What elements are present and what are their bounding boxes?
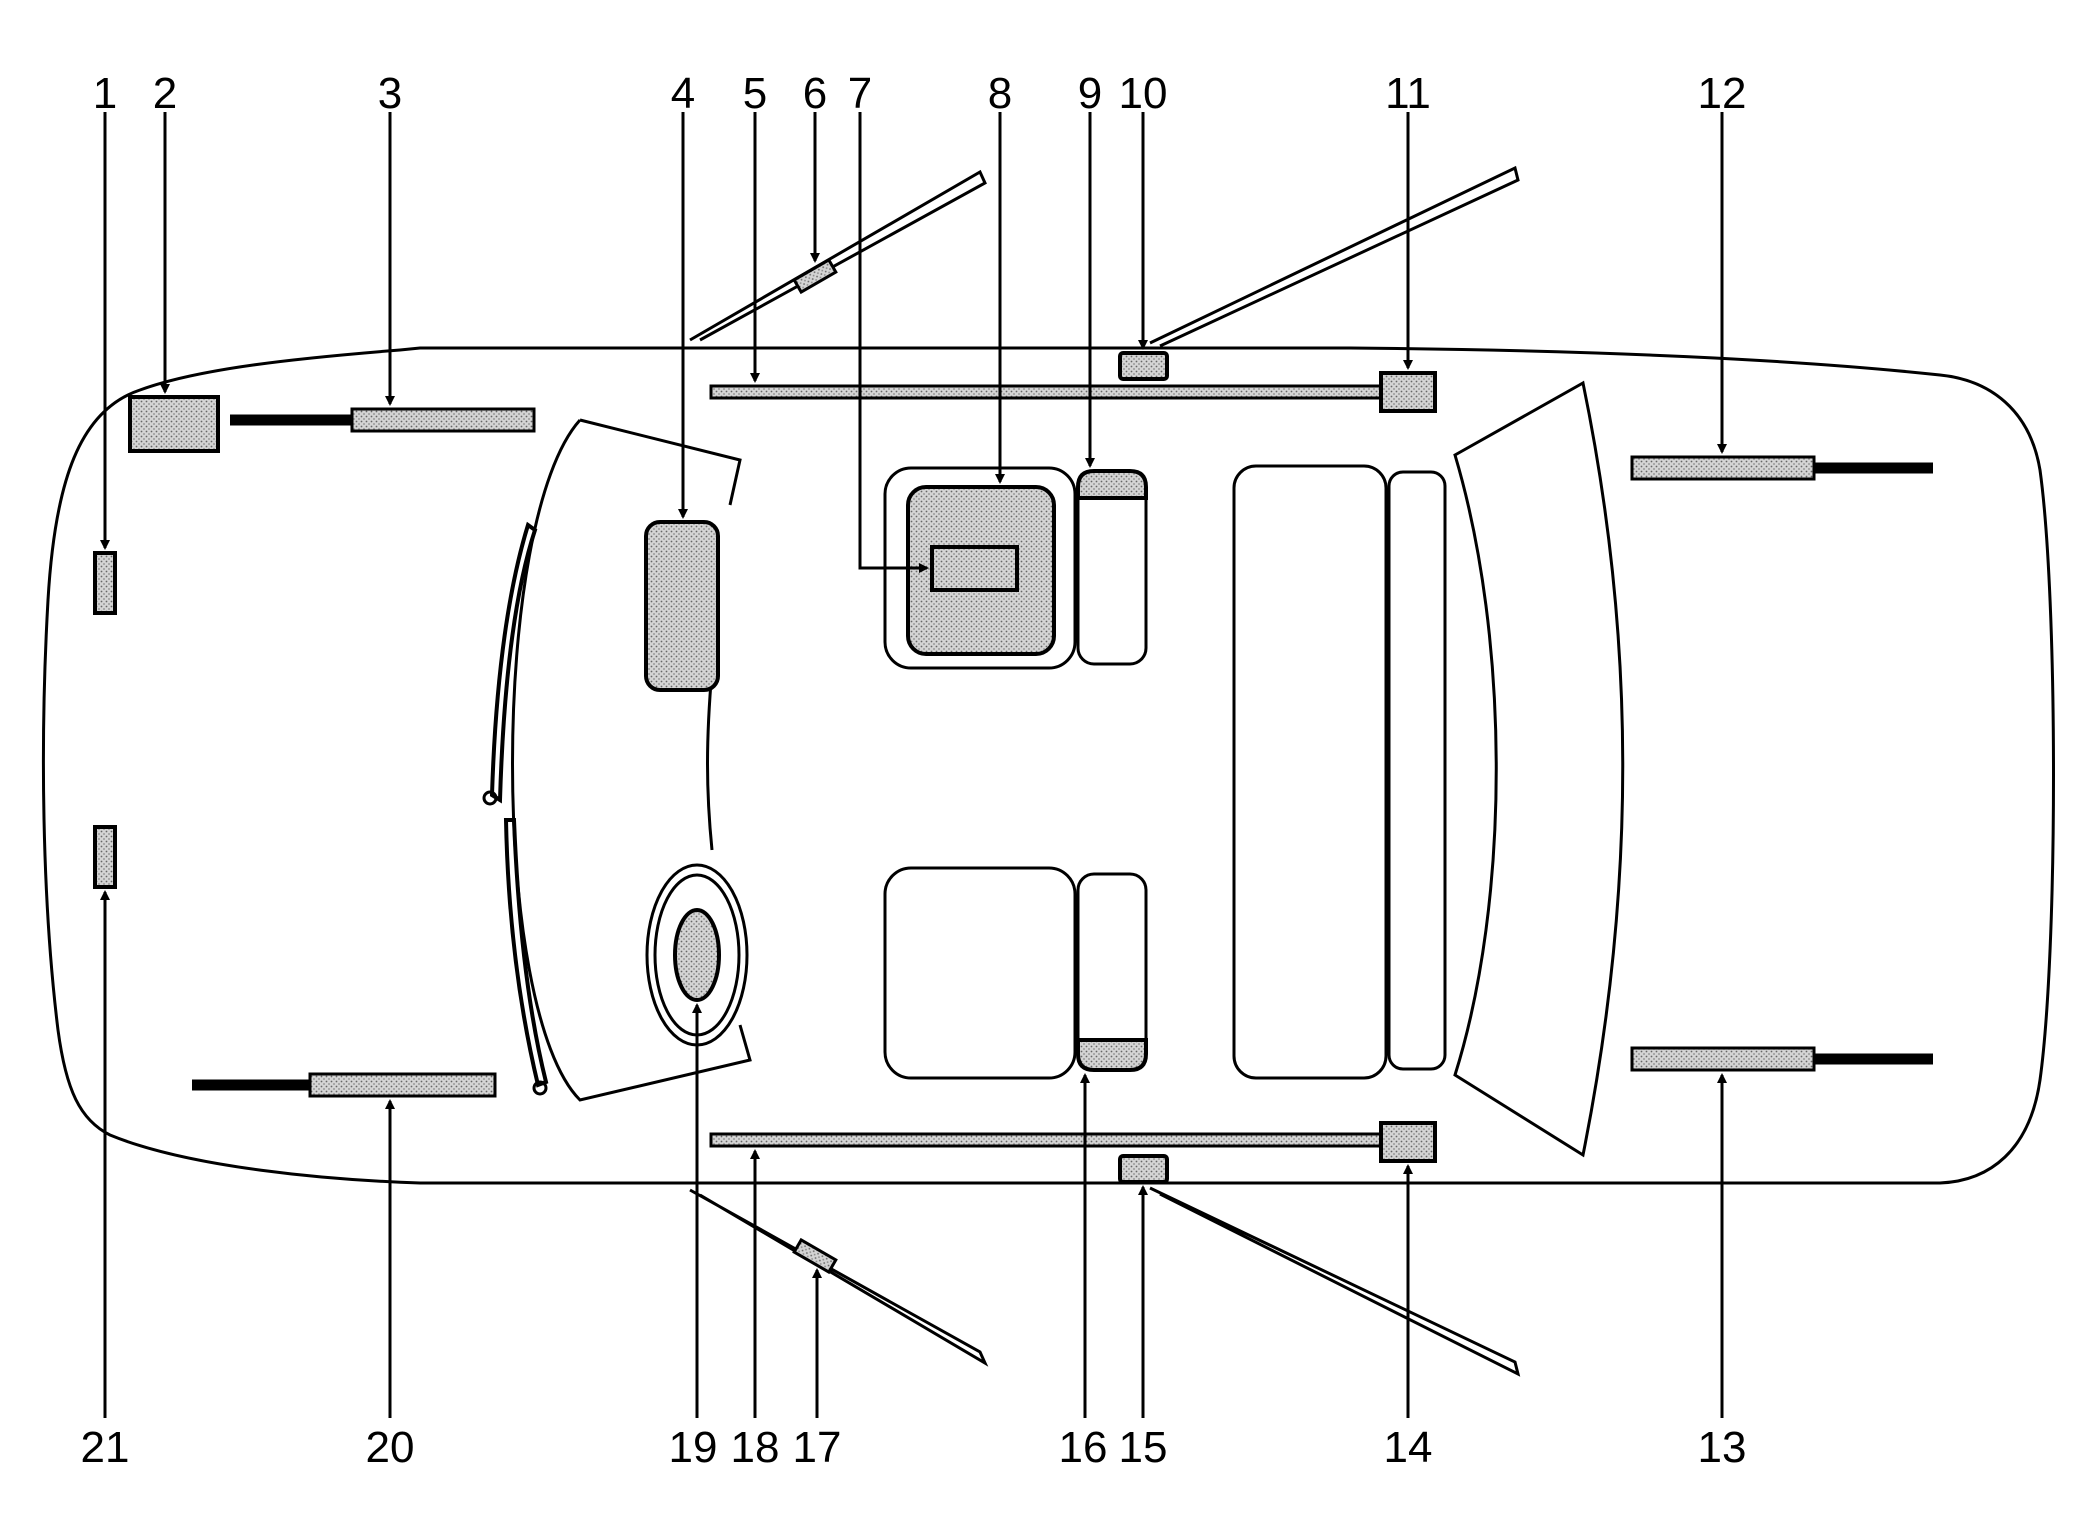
rear-seat-back: [1387, 470, 1447, 1071]
callout-label-3: 3: [378, 69, 402, 118]
callout-label-15: 15: [1119, 1423, 1168, 1472]
leader-7: [858, 112, 929, 573]
component-18: [709, 1132, 1383, 1148]
components: [93, 351, 1933, 1184]
callout-label-1: 1: [93, 69, 117, 118]
component-5: [709, 384, 1383, 400]
callout-label-16: 16: [1059, 1423, 1108, 1472]
component-3: [350, 407, 536, 433]
callout-label-20: 20: [366, 1423, 415, 1472]
cowl-line: [706, 669, 714, 851]
component-20: [308, 1072, 497, 1098]
component-16: [1076, 1038, 1148, 1072]
callout-label-8: 8: [988, 69, 1012, 118]
callout-label-14: 14: [1384, 1423, 1433, 1472]
windshield: [511, 418, 752, 1102]
component-4: [644, 520, 720, 692]
mirror-lower-component: [792, 1237, 838, 1275]
mirror-upper-component: [792, 257, 838, 295]
component-1: [93, 551, 117, 615]
callout-labels: 1 2 3 4 5 6 7 8 9 10 11 12 13 14 15 16 1…: [81, 69, 1747, 1472]
callout-label-2: 2: [153, 69, 177, 118]
rear-seat: [1232, 464, 1388, 1080]
wiper-lower-pivot: [532, 1080, 548, 1096]
component-14: [1379, 1121, 1437, 1163]
wiper-upper: [489, 521, 538, 804]
callout-label-11: 11: [1385, 69, 1431, 118]
callout-label-19: 19: [669, 1423, 718, 1472]
component-9: [1076, 469, 1148, 500]
component-12: [1630, 455, 1816, 481]
callout-label-10: 10: [1119, 69, 1168, 118]
component-19: [673, 908, 721, 1002]
rear-window: [1453, 380, 1625, 1158]
callout-label-6: 6: [803, 69, 827, 118]
body-outline: [41, 346, 2055, 1185]
callout-label-9: 9: [1078, 69, 1102, 118]
wiper-lower: [503, 818, 549, 1088]
leader-lines: [100, 112, 1727, 1418]
callout-label-17: 17: [793, 1423, 842, 1472]
component-11: [1379, 371, 1437, 413]
wiper-upper-pivot: [482, 790, 498, 806]
vehicle-body: [41, 165, 2055, 1377]
callout-label-4: 4: [671, 69, 695, 118]
callout-label-21: 21: [81, 1423, 130, 1472]
door-rail-lower: [1149, 1186, 1521, 1377]
passenger-seat: [883, 866, 1077, 1080]
interior-seats: [883, 380, 1625, 1158]
callout-label-7: 7: [848, 69, 872, 118]
component-15: [1118, 1154, 1169, 1184]
component-10: [1118, 351, 1169, 381]
mirror-upper: [689, 169, 987, 342]
callout-label-12: 12: [1698, 69, 1747, 118]
component-7: [930, 545, 1019, 592]
component-2: [128, 395, 220, 453]
callout-label-13: 13: [1698, 1423, 1747, 1472]
component-13: [1630, 1046, 1816, 1072]
callout-label-18: 18: [731, 1423, 780, 1472]
component-21: [93, 825, 117, 889]
windshield-area: [482, 418, 752, 1102]
mirror-lower: [689, 1188, 989, 1367]
callout-label-5: 5: [743, 69, 767, 118]
door-rail-upper: [1149, 165, 1520, 348]
